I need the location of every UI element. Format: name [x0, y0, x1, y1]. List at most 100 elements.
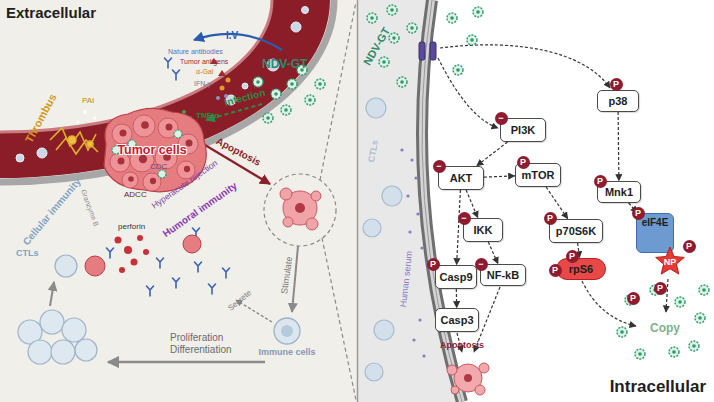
signal-connector — [488, 242, 498, 264]
perforin-granule — [115, 235, 150, 273]
ctl-cell — [363, 98, 402, 381]
blood-cell — [242, 83, 248, 89]
apoptotic-cell — [451, 386, 459, 394]
panel-background — [358, 0, 714, 402]
virus-particle — [281, 105, 291, 115]
molecule-label: α-Gal — [196, 68, 213, 76]
zoom-outline — [322, 238, 356, 400]
ctl-cell — [382, 186, 402, 206]
virus-core — [678, 300, 682, 304]
apoptotic-cell — [306, 218, 318, 230]
virus-core — [256, 80, 260, 84]
cell-nucleus — [128, 176, 134, 182]
mechanism-label: CDC — [150, 162, 167, 171]
proliferating-cells — [28, 340, 52, 364]
molecule-label: Tumor antigens — [180, 58, 228, 66]
virus-particle — [447, 13, 457, 23]
tumor-antigen-symbol — [220, 86, 225, 91]
cell-nucleus — [281, 325, 293, 337]
ctl-cell — [365, 363, 383, 381]
proliferating-cells — [40, 310, 64, 334]
virus-particle — [271, 89, 281, 99]
ctl-cell — [55, 255, 77, 277]
virus-particle — [689, 341, 699, 351]
human-serum-dots — [412, 338, 415, 341]
process-label: Apoptosis — [440, 340, 484, 350]
virus-particle — [669, 347, 679, 357]
signal-connector — [484, 176, 515, 177]
perforin-granule — [143, 249, 149, 255]
cell-label: CTLs — [366, 139, 380, 163]
process-label: Copy — [650, 322, 680, 336]
molecule-label: TNF-α — [196, 111, 219, 120]
node-text: NF-kB — [487, 269, 519, 281]
process-label: Apoptosis — [214, 135, 263, 168]
apoptotic-cell — [447, 365, 457, 375]
panel-background — [0, 0, 357, 402]
node-text: IKK — [474, 224, 493, 236]
virus-core — [400, 80, 404, 84]
thrombus — [77, 121, 80, 124]
perforin-granule — [119, 267, 125, 273]
phospho-badge: P — [632, 207, 645, 220]
cell-nucleus — [150, 178, 156, 184]
virus-core — [476, 10, 480, 14]
node-text: Casp9 — [439, 271, 472, 283]
blood-cell — [291, 22, 301, 32]
proliferation-arrow — [108, 361, 265, 364]
virus-core — [638, 352, 642, 356]
differentiation-arrow — [50, 282, 54, 306]
signal-protein-box: p38 — [597, 90, 639, 112]
phospho-badge: P — [610, 78, 623, 91]
antibody-symbol — [209, 284, 216, 294]
virus-core — [620, 330, 624, 334]
signal-arrow — [438, 58, 498, 128]
phospho-badge: P — [427, 258, 440, 271]
node-text: p70S6K — [556, 225, 596, 237]
signal-connector — [456, 289, 458, 308]
virus-core — [450, 16, 454, 20]
blood-vessel — [0, 0, 330, 178]
node-text: eIF4E — [642, 217, 669, 228]
apoptotic-cell — [283, 217, 293, 227]
phospho-badge: P — [683, 240, 696, 253]
process-label: Secrete — [226, 288, 253, 313]
node-text: Tumor cells — [117, 143, 186, 157]
human-serum-dots — [410, 158, 413, 161]
signal-arrow — [438, 45, 668, 352]
phospho-badge: P — [594, 175, 607, 188]
virus-core — [382, 60, 386, 64]
virus-particle — [695, 313, 705, 323]
virus-particle — [635, 349, 645, 359]
antibody-symbol — [195, 262, 202, 272]
process-label: Proliferation Differentiation — [170, 332, 250, 355]
virus-particle — [263, 113, 273, 123]
phospho-badge: P — [517, 156, 530, 169]
virus-particle — [379, 57, 389, 67]
virus-core — [274, 92, 278, 96]
perforin-granule — [115, 237, 122, 244]
tumor-antigen-symbol — [226, 78, 231, 83]
human-serum-dots — [406, 194, 409, 197]
mechanism-label: ADCC — [124, 190, 147, 199]
human-serum-dots — [418, 318, 421, 321]
apoptotic-cell — [311, 191, 321, 201]
virus-core — [702, 288, 706, 292]
ribosomal-protein-pill: rpS6 — [556, 258, 606, 280]
node-text: NP — [664, 257, 677, 267]
virus-receptor — [419, 42, 425, 60]
inhibition-badge: − — [475, 258, 488, 271]
molecule-label: Granzyme B — [79, 188, 100, 227]
cell-nucleus — [184, 166, 190, 172]
tumor-cell — [133, 115, 155, 137]
perforin-granule — [137, 235, 143, 241]
tumor-antigen-symbol — [165, 58, 172, 68]
ctl-cell — [366, 98, 386, 118]
structure-label: Thrombus — [23, 92, 59, 145]
virus-particle — [407, 23, 417, 33]
virus-particle — [473, 7, 483, 17]
signal-connector — [617, 112, 619, 181]
virus-core — [266, 116, 270, 120]
